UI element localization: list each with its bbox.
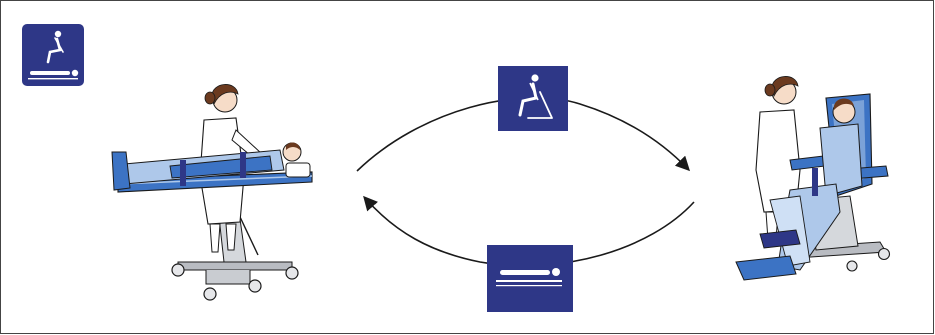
lying-position-icon <box>487 245 573 312</box>
arrow-lying-to-sitting <box>356 97 691 172</box>
seated-chair-illustration <box>735 76 891 281</box>
lying-stretcher-illustration <box>111 84 313 301</box>
sit-lie-icon <box>22 24 84 86</box>
seated-position-icon <box>498 66 568 131</box>
